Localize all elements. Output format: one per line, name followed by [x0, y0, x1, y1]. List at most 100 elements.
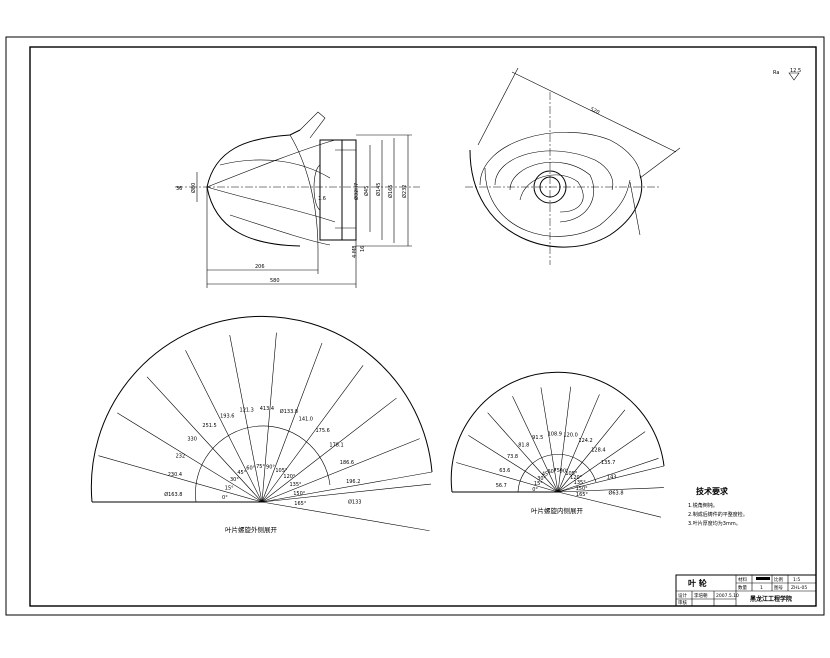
- roughness-value: 12.5: [790, 68, 801, 74]
- tb-drawing-no-label: 图号: [774, 585, 783, 591]
- outer-dev-ray: [261, 397, 397, 503]
- inner-dev-ray: [557, 458, 659, 493]
- inner-frame: [29, 46, 817, 607]
- outer-dev-ray: [185, 350, 263, 503]
- title-block-frame: [675, 574, 817, 607]
- inner-dev-radius-label: 124.2: [578, 438, 592, 444]
- inner-dev-ray: [557, 386, 571, 493]
- outer-dev-radius-label: 251.5: [202, 423, 216, 429]
- inner-dev-radius-label: 120.0: [563, 433, 577, 439]
- inner-dev-ray: [456, 462, 559, 493]
- dim-thick: 16: [360, 246, 366, 252]
- inner-dev-radius-label: 108.9: [548, 432, 562, 438]
- outer-dev-ray: [261, 332, 277, 503]
- diag-ext-2: [639, 147, 681, 179]
- outer-dev-radius-label: 121.3: [240, 407, 254, 413]
- roughness-symbol: 12.5 Ra: [773, 68, 801, 81]
- outer-dev-radius-label: Ø163.8: [164, 491, 182, 498]
- dim-bore-2: Ø45: [363, 186, 370, 196]
- dim-bore-5: Ø232: [401, 185, 408, 198]
- dim-bore-4: Ø165: [387, 185, 394, 198]
- inner-dev-radius-label: 143: [607, 475, 617, 481]
- diag-ext-1: [477, 67, 519, 146]
- outer-dev-end: [261, 471, 433, 503]
- tb-check-label: 审核: [678, 599, 687, 606]
- side-hub-outer: [533, 170, 567, 204]
- outer-dev-radius-label: 232: [176, 453, 186, 459]
- outer-dev-angle-label: 105°: [275, 468, 288, 474]
- front-view: 206 580 Ø80 36 Ø32H7 Ø45 Ø145 Ø165 Ø232 …: [175, 111, 420, 288]
- outer-dev-angle-label: 135°: [290, 482, 303, 488]
- tech-req-title: 技术要求: [696, 486, 729, 496]
- outer-dev-radius-label: 196.2: [346, 479, 360, 485]
- dim-left-small: 36: [176, 186, 182, 192]
- inner-dev-ray: [557, 394, 600, 493]
- inner-dev-radius-label: Ø63.8: [608, 489, 623, 496]
- inner-development: 0°15°30°45°60°75°90°105°120°135°150°165°…: [450, 371, 665, 518]
- outer-border: [5, 36, 825, 616]
- inner-dev-angle-label: 90°: [560, 469, 569, 475]
- outer-dev-angle-label: 60°: [246, 466, 255, 472]
- roughness-triangle-icon: [788, 72, 800, 81]
- side-inner-arc: [484, 167, 631, 237]
- inner-dev-ray: [487, 412, 559, 493]
- outer-dev-radius-label: 186.6: [340, 460, 354, 466]
- tb-drawing-no: ZHL-05: [791, 585, 807, 591]
- outer-dev-radius-label: 141.0: [299, 416, 313, 422]
- inner-dev-ray: [557, 431, 646, 493]
- dim-580: 580: [270, 278, 280, 284]
- outer-dev-rays: [92, 332, 432, 532]
- tb-qty: 1: [760, 585, 763, 591]
- tb-material-bar: [756, 577, 770, 580]
- inner-dev-angle-label: 165°: [576, 492, 589, 498]
- outer-dev-ray: [146, 376, 263, 503]
- outer-dev-angle-label: 15°: [225, 485, 234, 491]
- inner-dev-radius-label: 91.5: [532, 435, 543, 441]
- hub-curve: [313, 164, 321, 211]
- inner-dev-ray: [468, 435, 559, 493]
- tb-part-name: 叶 轮: [688, 578, 707, 588]
- outer-dev-ray: [261, 365, 364, 503]
- outer-dev-caption: 叶片螺旋外侧展开: [225, 525, 278, 534]
- tb-designer: 李培朝: [694, 592, 708, 599]
- outer-dev-angle-label: 0°: [222, 495, 228, 501]
- inner-dev-angle-label: 0°: [532, 487, 538, 493]
- inner-dev-angle-label: 60°: [547, 469, 556, 475]
- outer-dev-radius-label: 178.1: [329, 443, 343, 449]
- side-outer-arc: [469, 149, 643, 248]
- inner-dev-ray: [512, 396, 559, 493]
- inner-dev-radius-label: 135.7: [601, 460, 615, 466]
- inner-dev-caption: 叶片螺旋内侧展开: [531, 506, 584, 515]
- inner-dev-angle-label: 15°: [534, 481, 543, 487]
- outer-dev-radius-label: 193.6: [220, 413, 234, 419]
- tb-scale: 1:5: [793, 577, 800, 583]
- inner-dev-ray: [557, 487, 664, 493]
- outer-dev-radius-label: Ø133.8: [280, 408, 298, 415]
- outer-dev-radius-label: Ø133: [348, 498, 361, 505]
- side-blade-arc-2: [494, 150, 614, 191]
- outer-dev-ray: [261, 483, 432, 503]
- outer-dev-ray: [261, 438, 420, 503]
- tech-req-item-1: 1.锐角倒钝。: [688, 502, 718, 509]
- inner-dev-inner-arc: [517, 453, 597, 493]
- roughness-label: Ra: [773, 70, 779, 76]
- blade-outer-curve: [289, 134, 319, 251]
- outer-dev-ray: [261, 501, 430, 532]
- inner-dev-angle-label: 45°: [542, 472, 551, 478]
- inner-dev-angle-label: 30°: [537, 476, 546, 482]
- inner-dev-angle-label: 75°: [554, 468, 563, 474]
- blade-inner-curve-1: [206, 139, 336, 188]
- inner-dev-angle-label: 120°: [570, 475, 583, 481]
- tb-school: 黑龙江工程学院: [750, 595, 792, 603]
- outer-dev-angle-label: 120°: [283, 474, 296, 480]
- diag-dim-line: [511, 71, 677, 153]
- outer-dev-labels: 0°15°30°45°60°75°90°105°120°135°150°165°…: [164, 406, 361, 507]
- outer-dev-radius-label: 175.6: [315, 428, 329, 434]
- outer-dev-outer-arc: [90, 315, 433, 503]
- inner-dev-angle-label: 105°: [565, 471, 578, 477]
- side-blade-arc-1: [479, 132, 641, 186]
- dim-hole: 4-M8: [352, 246, 358, 258]
- side-view: 520: [465, 67, 681, 265]
